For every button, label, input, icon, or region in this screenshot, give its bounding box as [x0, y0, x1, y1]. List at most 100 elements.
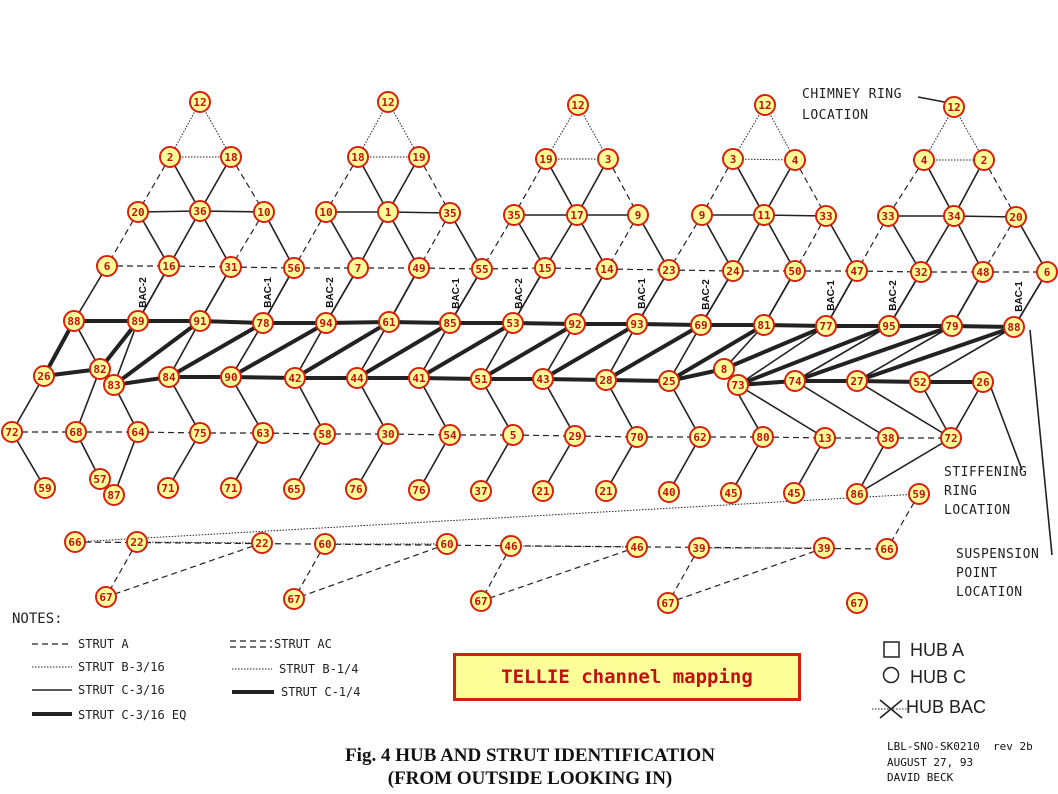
hub-39: 39: [688, 537, 710, 559]
bac-label: BAC-2: [887, 280, 899, 311]
strut: [856, 380, 952, 439]
hub-12: 12: [754, 94, 776, 116]
hub-47: 47: [846, 260, 868, 282]
figure-caption: Fig. 4 HUB AND STRUT IDENTIFICATION: [345, 745, 715, 766]
hub-11: 11: [753, 204, 775, 226]
hub-72: 72: [940, 427, 962, 449]
hub-29: 29: [564, 425, 586, 447]
hub-41: 41: [408, 367, 430, 389]
hub-80: 80: [752, 426, 774, 448]
hub-15: 15: [534, 257, 556, 279]
hub-59: 59: [34, 477, 56, 499]
hub-36: 36: [189, 200, 211, 222]
hub-19: 19: [535, 148, 557, 170]
hub-83: 83: [103, 374, 125, 396]
note-strut-c-316-eq: STRUT C-3/16 EQ: [78, 708, 187, 722]
hub-86: 86: [846, 483, 868, 505]
hub-35: 35: [503, 204, 525, 226]
strut: [230, 321, 327, 379]
hub-61: 61: [378, 311, 400, 333]
hub-6: 6: [96, 255, 118, 277]
hub-16: 16: [158, 255, 180, 277]
hub-58: 58: [314, 423, 336, 445]
hub-9: 9: [627, 204, 649, 226]
document-date: AUGUST 27, 93: [887, 756, 974, 769]
hub-81: 81: [753, 314, 775, 336]
hub-59: 59: [908, 483, 930, 505]
strut: [723, 324, 827, 371]
legend-hub-c: HUB C: [910, 667, 967, 687]
hub-70: 70: [626, 426, 648, 448]
bac-label: BAC-2: [137, 277, 149, 308]
hub-40: 40: [658, 481, 680, 503]
hub-37: 37: [470, 480, 492, 502]
bac-label: BAC-1: [450, 278, 462, 309]
hub-66: 66: [64, 531, 86, 553]
hub-84: 84: [158, 366, 180, 388]
hub-60: 60: [436, 533, 458, 555]
strut: [480, 546, 638, 602]
strut: [794, 380, 889, 439]
hub-93: 93: [626, 313, 648, 335]
hub-12: 12: [377, 91, 399, 113]
bac-label: BAC-1: [636, 278, 648, 309]
hub-79: 79: [941, 315, 963, 337]
hub-45: 45: [720, 482, 742, 504]
hub-43: 43: [532, 368, 554, 390]
hub-19: 19: [408, 146, 430, 168]
strut: [737, 324, 890, 387]
strut: [168, 321, 264, 379]
hub-90: 90: [220, 366, 242, 388]
hub-76: 76: [408, 479, 430, 501]
hub-66: 66: [876, 538, 898, 560]
hub-76: 76: [345, 478, 367, 500]
hub-82: 82: [89, 358, 111, 380]
hub-7: 7: [347, 257, 369, 279]
hub-39: 39: [813, 537, 835, 559]
hub-10: 10: [315, 201, 337, 223]
hub-1: 1: [377, 201, 399, 223]
hub-85: 85: [439, 312, 461, 334]
hub-75: 75: [189, 422, 211, 444]
stiffening-ring-label: STIFFENING: [944, 465, 1028, 480]
hub-95: 95: [878, 315, 900, 337]
hub-12: 12: [189, 91, 211, 113]
hub-c-circle-icon: [882, 666, 900, 684]
suspension-point-label: SUSPENSION: [956, 547, 1040, 562]
strut: [794, 325, 890, 382]
legend-hub-bac: HUB BAC: [906, 697, 987, 717]
strut: [737, 325, 827, 386]
hub-27: 27: [846, 370, 868, 392]
hub-67: 67: [95, 586, 117, 608]
hub-21: 21: [595, 480, 617, 502]
hub-87: 87: [103, 484, 125, 506]
strut: [541, 322, 639, 381]
hub-77: 77: [815, 315, 837, 337]
hub-88: 88: [1003, 316, 1025, 338]
hub-46: 46: [500, 535, 522, 557]
hub-14: 14: [596, 258, 618, 280]
strut: [794, 324, 953, 383]
hub-42: 42: [284, 367, 306, 389]
note-strut-b-316: STRUT B-3/16: [78, 660, 165, 674]
hub-25: 25: [658, 370, 680, 392]
strut: [293, 320, 391, 380]
note-strut-c-14: STRUT C-1/4: [281, 685, 361, 699]
hub-32: 32: [910, 261, 932, 283]
stiffening-ring-label: RING: [944, 484, 978, 499]
hub-10: 10: [253, 201, 275, 223]
note-strut-a: STRUT A: [78, 637, 129, 651]
hub-6: 6: [1036, 261, 1058, 283]
hub-2: 2: [159, 146, 181, 168]
hub-92: 92: [564, 313, 586, 335]
hub-38: 38: [877, 427, 899, 449]
note-strut-ac: STRUT AC: [274, 637, 332, 651]
hub-71: 71: [220, 477, 242, 499]
hub-5: 5: [502, 424, 524, 446]
hub-17: 17: [566, 204, 588, 226]
hub-46: 46: [626, 536, 648, 558]
hub-57: 57: [89, 468, 111, 490]
hub-56: 56: [283, 257, 305, 279]
suspension-point-label: LOCATION: [956, 585, 1023, 600]
hub-23: 23: [658, 259, 680, 281]
